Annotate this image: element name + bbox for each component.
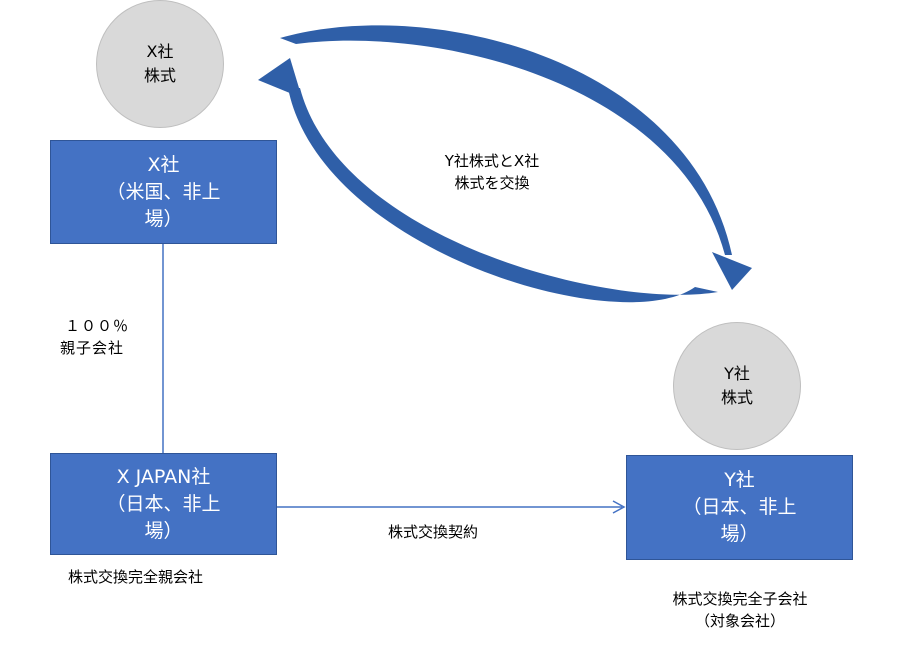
exchange-label-line1: Y社株式とX社	[444, 152, 540, 170]
y-company-line3: 場）	[720, 523, 759, 545]
parent-sub-label: １００％ 親子会社	[60, 315, 129, 359]
x-japan-box: X JAPAN社 （日本、非上 場）	[50, 453, 277, 555]
x-stock-line2: 株式	[143, 66, 176, 85]
x-japan-line3: 場）	[144, 519, 183, 542]
y-company-box: Y社 （日本、非上 場）	[626, 455, 853, 560]
exchange-arrow-right	[280, 25, 732, 255]
exchange-label-line2: 株式を交換	[454, 174, 530, 192]
contract-label: 株式交換契約	[388, 523, 479, 541]
x-japan-line2: （日本、非上	[106, 492, 221, 515]
contract-arrow-head	[612, 500, 626, 514]
x-company-line1: X社	[147, 153, 180, 176]
parent-sub-line2: 親子会社	[60, 339, 125, 357]
x-company-line2: （米国、非上	[106, 180, 221, 203]
x-japan-line1: X JAPAN社	[116, 465, 211, 488]
x-company-line3: 場）	[144, 207, 183, 230]
y-company-line1: Y社	[724, 469, 755, 491]
x-company-box: X社 （米国、非上 場）	[50, 140, 277, 244]
y-stock-line2: 株式	[720, 388, 753, 407]
y-stock-circle: Y社 株式	[673, 322, 801, 450]
exchange-arrow-left	[288, 88, 718, 303]
exchange-label: Y社株式とX社 株式を交換	[412, 150, 572, 194]
subsidiary-label: 株式交換完全子会社 （対象会社）	[630, 588, 850, 632]
y-stock-line1: Y社	[724, 364, 750, 383]
exchange-arrow-left-head	[258, 58, 302, 98]
x-stock-line1: X社	[146, 42, 174, 61]
x-stock-circle: X社 株式	[96, 0, 224, 128]
parent-company-label: 株式交換完全親会社	[68, 568, 204, 586]
subsidiary-line1: 株式交換完全子会社	[672, 590, 808, 608]
exchange-arrow-right-head	[712, 252, 752, 290]
y-company-line2: （日本、非上	[682, 496, 797, 518]
parent-sub-line1: １００％	[65, 317, 130, 335]
subsidiary-line2: （対象会社）	[694, 612, 785, 630]
